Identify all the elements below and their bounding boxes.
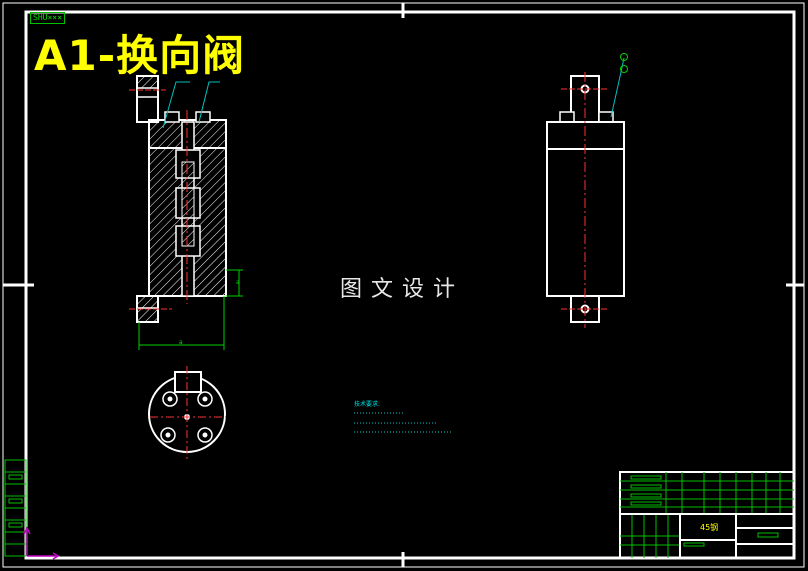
drawing-title: A1-换向阀: [34, 31, 246, 80]
bottom-view: [148, 366, 226, 460]
drawing-code-label: SHU×××: [30, 12, 65, 24]
side-view: [546, 53, 628, 328]
title-block: [619, 471, 795, 559]
watermark-text: 图文设计: [340, 277, 465, 302]
tech-requirement-lines: [354, 412, 451, 433]
technical-requirements-heading: 技术要求:: [354, 401, 381, 408]
left-margin-table: [4, 459, 27, 557]
centering-marks: [3, 3, 804, 567]
side-dimension-label: a: [236, 279, 240, 286]
ucs-axis-icon: [23, 526, 60, 560]
width-dimension-label: a: [179, 339, 183, 346]
material-label: 45钢: [700, 523, 719, 532]
front-section-view: [129, 75, 243, 350]
